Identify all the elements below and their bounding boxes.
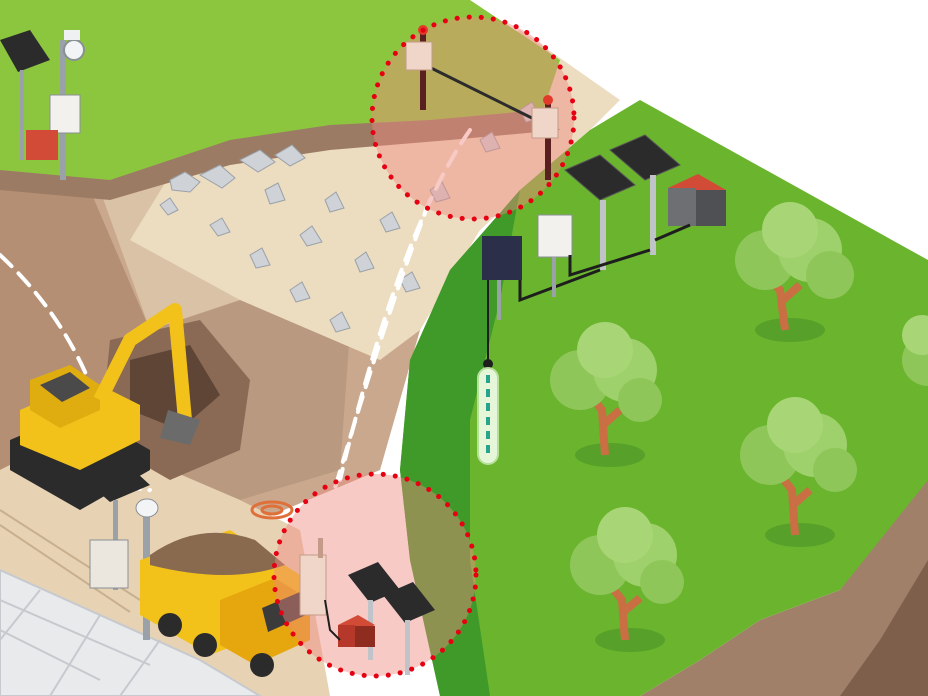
paved-area [0,568,262,696]
highlight-bottom [271,471,479,679]
logger-pole [497,280,501,320]
solar-panel-icon [564,154,636,201]
soil-cross-section [640,470,928,696]
excavation-hole-inner [130,345,220,430]
truck-wheel [193,633,217,657]
paved-grid [0,589,161,696]
security-camera-icon [63,39,85,61]
monitoring-station-right [482,134,726,320]
tiltmeter-sensor-icon [299,538,327,616]
tiltmeter-sensor-icon [405,25,433,110]
solar-pole [405,620,410,675]
highlight-circle-icon [271,471,479,679]
cables [518,223,691,303]
security-camera-station [0,30,85,180]
excavator-icon [10,303,200,510]
rock-icon [354,251,375,273]
lamp-head [135,498,159,518]
control-cabinet [89,539,129,589]
rock-icon [329,311,351,333]
rock-icon [399,271,421,293]
solar-pole [600,200,606,270]
excavator-bucket [160,410,200,445]
battery-box [668,188,696,226]
tree-icon [570,507,684,652]
target-marker-icon [250,500,294,520]
battery-box-side [696,190,726,226]
borehole-inclinometer-icon [477,280,499,465]
rock-icon [169,171,201,193]
tree-icon [902,315,928,386]
rock-icon [249,247,271,269]
highlight-circle-icon [369,14,577,222]
camera-control-box [49,94,81,134]
rock-icon [299,225,323,247]
camera-housing [64,30,80,40]
soil-cross-section-dark [840,560,928,696]
logger-pole [552,257,556,297]
solar-panel-icon [383,582,435,623]
rock-icon [239,149,276,173]
cables [324,599,341,641]
truck-load [150,532,285,575]
solar-pole [650,175,656,255]
solar-panel-icon [348,562,400,603]
sensor-link-cable [424,63,541,124]
highlight-top [369,14,577,222]
tree-icon [735,202,854,342]
truck-windshield [262,592,306,632]
battery-box [338,625,355,647]
battery-box [26,130,58,160]
solar-panel-icon [85,462,150,502]
data-logger-icon [537,214,573,258]
tree-icon [550,322,662,467]
excavator-arm [93,303,192,421]
rock-icon [379,211,401,233]
truck-wheel [158,613,182,637]
truck-wheel [250,653,274,677]
rock-icon [274,144,306,167]
tree-icon [740,397,857,547]
rock-icon [209,217,231,237]
rocks [159,101,541,333]
rock-icon [159,197,179,216]
excavator-window [40,372,90,402]
data-path-slope [338,128,472,482]
solar-panel-icon [609,134,681,181]
rock-icon [198,164,236,189]
battery-box-side [355,626,375,647]
rock-icon [479,131,501,153]
solar-pole [20,70,24,160]
rock-icon [289,281,311,303]
tiltmeter-sensor-icon [531,95,559,180]
rock-icon [324,191,345,213]
plateau-right-slope-face [400,190,520,696]
trees [550,202,928,652]
rock-icon [264,182,286,205]
data-path-slope-2 [318,198,432,542]
data-logger-icon [482,236,522,280]
solar-panel-icon [0,30,50,72]
dump-truck-icon [140,530,310,677]
